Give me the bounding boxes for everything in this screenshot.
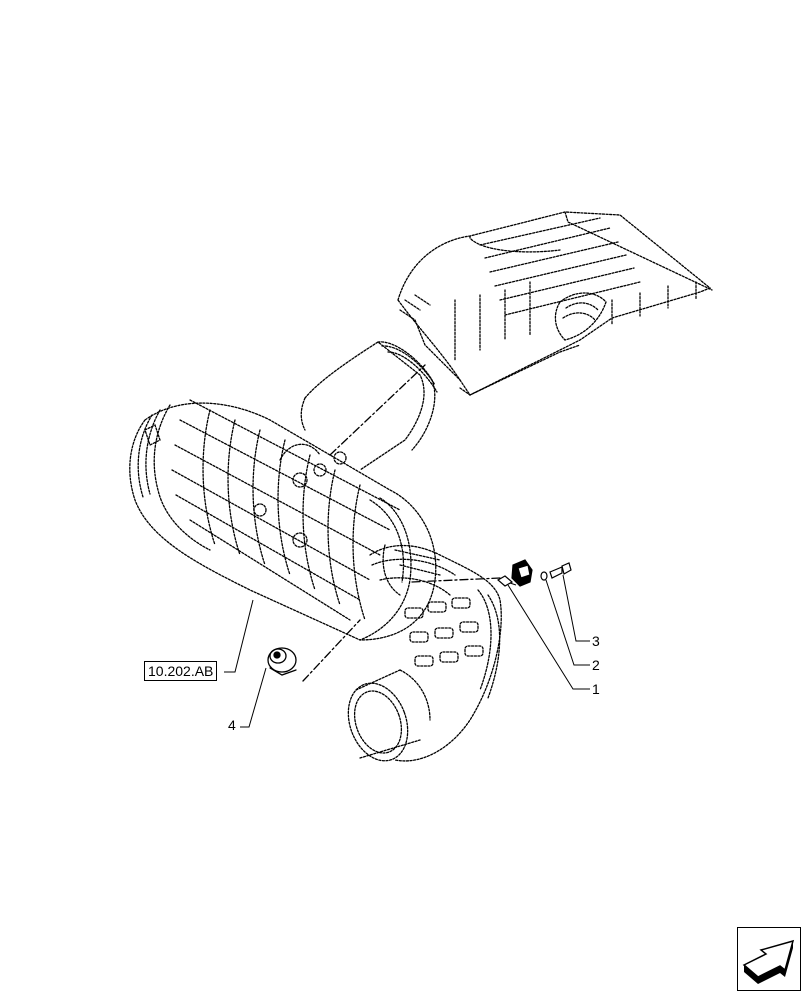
callout-1: 1 (592, 681, 600, 697)
leader-line-1 (507, 584, 590, 690)
callout-4: 4 (228, 717, 236, 733)
part-1-sensor (496, 559, 533, 587)
leader-line-4 (240, 667, 267, 728)
next-page-button[interactable] (737, 927, 801, 991)
callout-2: 2 (592, 657, 600, 673)
air-filter-canister (129, 399, 437, 641)
part-2-washer (540, 571, 548, 581)
intake-housing (397, 211, 713, 396)
leader-line-2 (545, 579, 590, 666)
part-4-indicator (267, 647, 297, 676)
leader-line-3 (562, 574, 590, 642)
leader-line-ref (224, 599, 254, 673)
part-3-screw (549, 562, 572, 579)
center-line-indicator (302, 364, 501, 682)
reference-label-box[interactable]: 10.202.AB (144, 661, 218, 681)
next-page-arrow-icon (742, 939, 795, 984)
reference-label: 10.202.AB (148, 663, 214, 679)
outlet-elbow-hose (347, 544, 502, 762)
connecting-tube (300, 341, 438, 471)
callout-3: 3 (592, 633, 600, 649)
